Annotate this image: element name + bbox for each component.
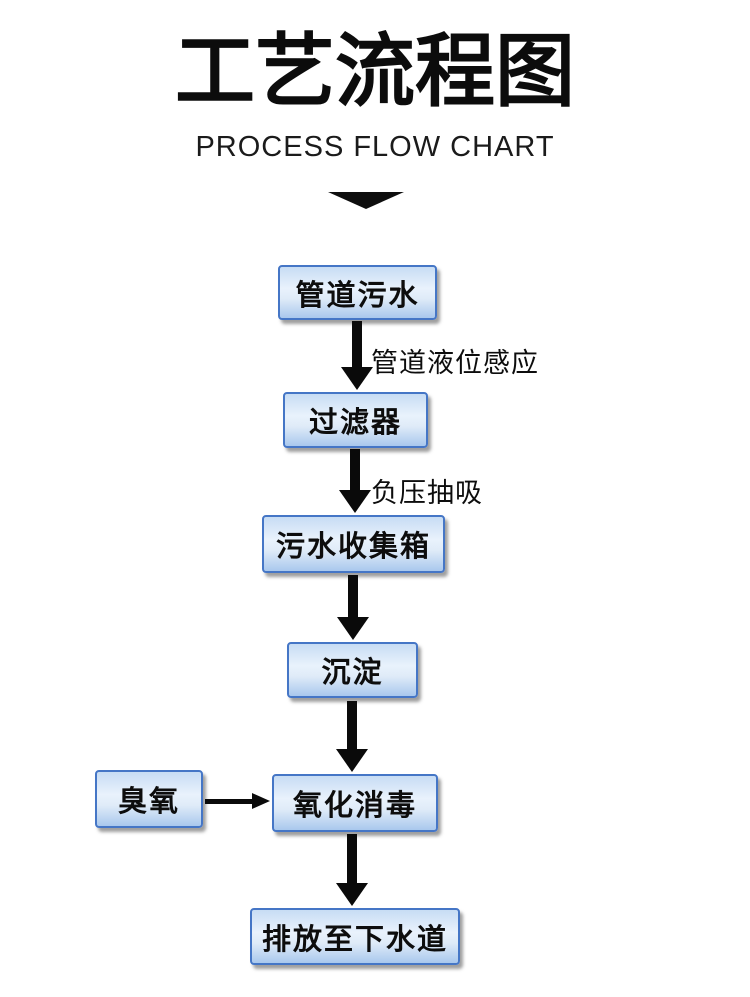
triangle-down-icon — [328, 192, 404, 209]
flow-node-filter: 过滤器 — [283, 392, 428, 448]
flow-node-label: 排放至下水道 — [261, 923, 448, 956]
edge-label-level-sensing: 管道液位感应 — [371, 348, 539, 378]
page-subtitle: PROCESS FLOW CHART — [195, 131, 555, 163]
arrow-ozone-to-oxidation — [205, 793, 270, 809]
arrow-shaft — [348, 575, 358, 617]
arrow-head-down-icon — [339, 490, 371, 513]
page-title: 工艺流程图 — [175, 27, 575, 116]
arrow-shaft — [205, 798, 252, 804]
flow-node-label: 臭氧 — [117, 786, 180, 818]
arrow-shaft — [352, 321, 362, 367]
arrow-shaft — [347, 701, 357, 749]
flow-node-label: 沉淀 — [321, 657, 384, 689]
flow-node-collection-tank: 污水收集箱 — [262, 515, 445, 573]
flow-node-label: 氧化消毒 — [292, 790, 417, 822]
arrow-collection-tank-to-sedimentation — [337, 575, 369, 640]
flow-node-label: 管道污水 — [295, 279, 420, 312]
arrow-head-down-icon — [341, 367, 373, 390]
flow-node-label: 过滤器 — [308, 407, 402, 439]
flow-node-sedimentation: 沉淀 — [287, 642, 418, 698]
arrow-pipeline-to-filter — [341, 321, 373, 390]
arrow-oxidation-to-discharge — [336, 834, 368, 906]
edge-label-suction: 负压抽吸 — [371, 478, 483, 508]
arrow-head-down-icon — [337, 617, 369, 640]
arrow-head-down-icon — [336, 749, 368, 772]
flow-node-pipeline-sewage: 管道污水 — [278, 265, 437, 320]
arrow-head-right-icon — [252, 793, 270, 809]
arrow-head-down-icon — [336, 883, 368, 906]
arrow-shaft — [347, 834, 357, 883]
flow-node-discharge-sewer: 排放至下水道 — [250, 908, 460, 965]
arrow-filter-to-collection-tank — [339, 449, 371, 513]
flow-node-label: 污水收集箱 — [275, 531, 431, 563]
flow-node-oxidation-disinfection: 氧化消毒 — [272, 774, 438, 832]
arrow-sedimentation-to-oxidation — [336, 701, 368, 772]
flow-node-ozone: 臭氧 — [95, 770, 203, 828]
arrow-shaft — [350, 449, 360, 490]
